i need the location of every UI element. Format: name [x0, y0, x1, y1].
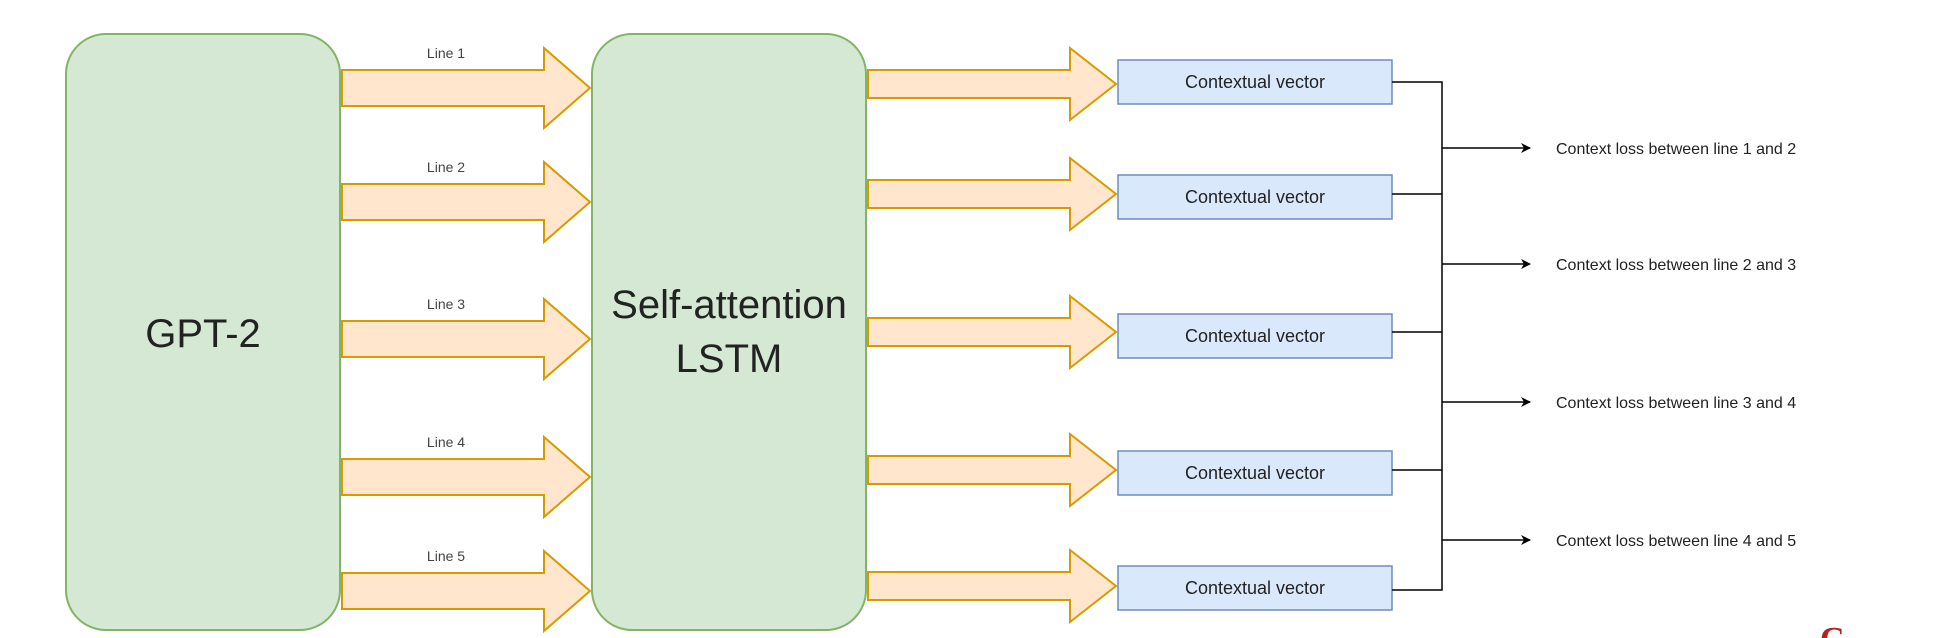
gpt2-box: [65, 33, 341, 631]
vector-arrows-group: [867, 45, 1118, 625]
loss-label-3: Context loss between line 3 and 4: [1556, 395, 1796, 412]
line-arrow-2: [341, 159, 592, 245]
line-label-2: Line 2: [427, 159, 465, 175]
edge-glyph: C: [1820, 621, 1845, 638]
line-arrow-1: [341, 45, 592, 131]
vector-box-3[interactable]: Contextual vector: [1117, 313, 1393, 359]
vector-box-5[interactable]: Contextual vector: [1117, 565, 1393, 611]
lstm-label-line1: Self-attention: [611, 283, 847, 327]
gpt2-block[interactable]: GPT-2: [65, 33, 341, 631]
connectors-group: [1392, 81, 1443, 591]
line-label-5: Line 5: [427, 548, 465, 564]
line-label-3: Line 3: [427, 296, 465, 312]
line-arrow-4: [341, 434, 592, 520]
vector-box-1[interactable]: Contextual vector: [1117, 59, 1393, 105]
vector-label-3: Contextual vector: [1185, 326, 1325, 346]
loss-label-2: Context loss between line 2 and 3: [1556, 257, 1796, 274]
vector-label-4: Contextual vector: [1185, 463, 1325, 483]
line-arrow-5: [341, 548, 592, 634]
vector-box-4[interactable]: Contextual vector: [1117, 450, 1393, 496]
line-label-1: Line 1: [427, 45, 465, 61]
vector-arrow-2: [867, 155, 1118, 233]
lstm-box: [591, 33, 867, 631]
loss-arrows-group: [1442, 143, 1531, 545]
line-arrow-3: [341, 296, 592, 382]
vector-arrow-4: [867, 431, 1118, 509]
vector-arrow-1: [867, 45, 1118, 123]
vector-rect-1: [1117, 59, 1393, 105]
vector-label-5: Contextual vector: [1185, 578, 1325, 598]
vector-label-1: Contextual vector: [1185, 72, 1325, 92]
vector-rect-4: [1117, 450, 1393, 496]
gpt2-label: GPT-2: [145, 312, 261, 356]
line-arrows-group: Line 1 Line 2 Line 3 Line 4 Line 5: [341, 45, 592, 634]
loss-label-4: Context loss between line 4 and 5: [1556, 533, 1796, 550]
connector-1: [1392, 81, 1443, 591]
vector-arrow-5: [867, 547, 1118, 625]
vector-rect-3: [1117, 313, 1393, 359]
loss-label-1: Context loss between line 1 and 2: [1556, 141, 1796, 158]
vector-rect-5: [1117, 565, 1393, 611]
vector-label-2: Contextual vector: [1185, 187, 1325, 207]
lstm-block[interactable]: Self-attention LSTM: [591, 33, 867, 631]
vector-arrow-3: [867, 293, 1118, 371]
vector-rect-2: [1117, 174, 1393, 220]
vector-box-2[interactable]: Contextual vector: [1117, 174, 1393, 220]
lstm-label-line2: LSTM: [676, 337, 783, 381]
line-label-4: Line 4: [427, 434, 465, 450]
